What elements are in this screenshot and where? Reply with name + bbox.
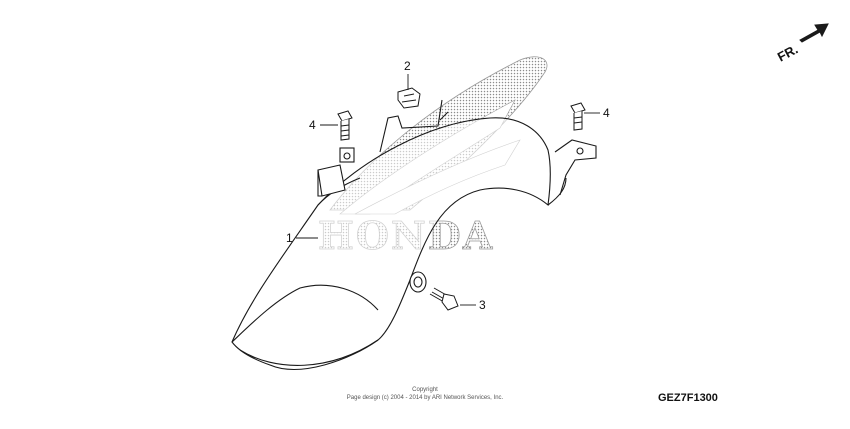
copyright-title: Copyright bbox=[412, 387, 438, 393]
copyright-text: Page design (c) 2004 - 2014 by ARI Netwo… bbox=[346, 395, 504, 401]
front-direction-indicator: FR. bbox=[775, 23, 829, 65]
flange-bolt-lower bbox=[429, 287, 459, 311]
front-direction-label: FR. bbox=[775, 41, 801, 64]
callout-part-3[interactable]: 3 bbox=[479, 298, 486, 312]
leader-lines bbox=[296, 74, 600, 306]
callout-part-4-left[interactable]: 4 bbox=[309, 118, 316, 132]
callout-part-1[interactable]: 1 bbox=[286, 231, 293, 245]
rear-fender bbox=[231, 99, 597, 370]
front-direction-arrow-icon bbox=[799, 23, 829, 43]
flange-bolt-left bbox=[337, 110, 353, 141]
clip-part bbox=[397, 87, 421, 109]
drawing-code: GEZ7F1300 bbox=[658, 392, 718, 404]
callout-part-2[interactable]: 2 bbox=[404, 59, 411, 73]
copyright-notice: Copyright Page design (c) 2004 - 2014 by… bbox=[300, 386, 550, 402]
flange-bolt-right bbox=[570, 102, 586, 131]
callout-part-4-right[interactable]: 4 bbox=[603, 106, 610, 120]
